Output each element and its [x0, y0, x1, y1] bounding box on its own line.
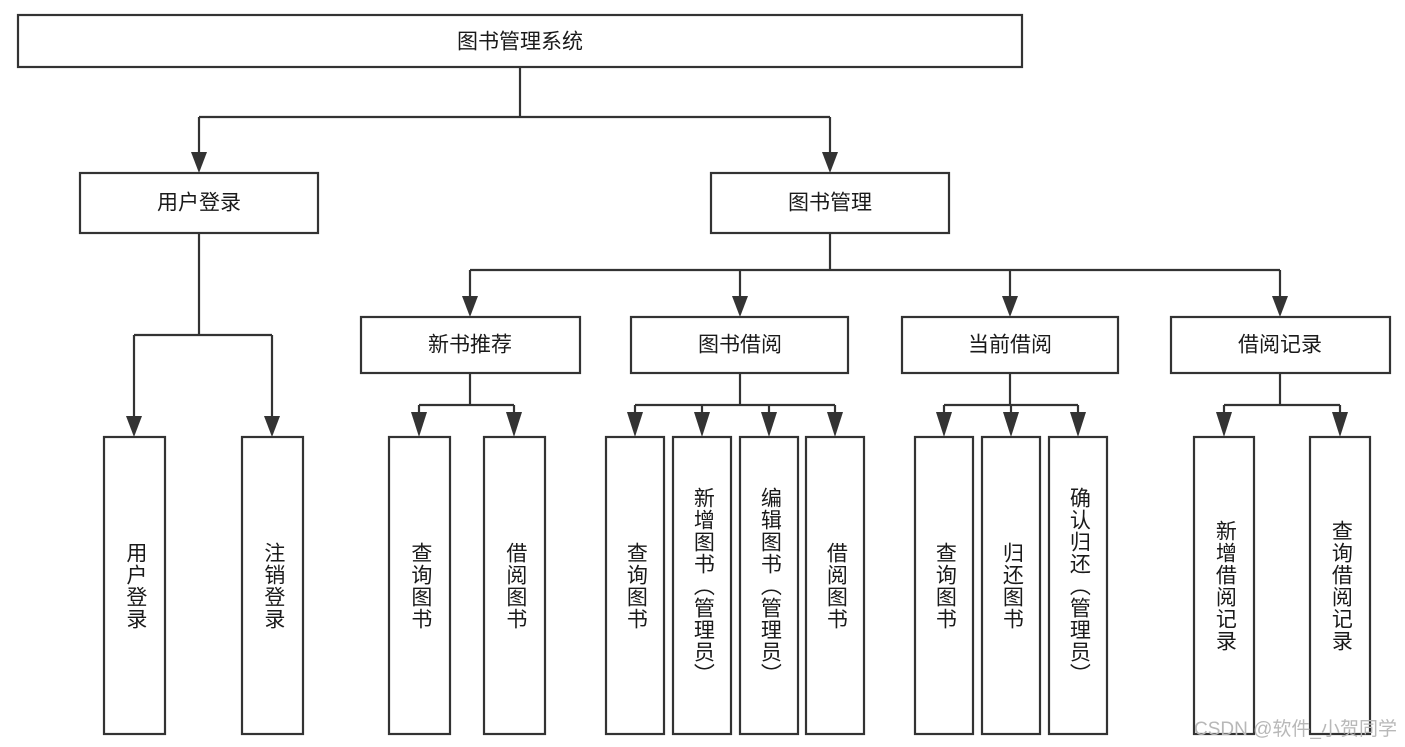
leaf-logout[interactable] — [240, 435, 305, 736]
arrow-borrow-leaf-2 — [694, 412, 710, 437]
arrow-bookmgmt-current — [1002, 296, 1018, 317]
leaf-query-books-borrow[interactable] — [604, 435, 666, 736]
leaf-user-login[interactable] — [102, 435, 167, 736]
node-book-management[interactable] — [709, 171, 951, 235]
node-root-book-management-system[interactable] — [16, 13, 1024, 69]
arrow-newbook-leaf-1 — [411, 412, 427, 437]
node-book-borrowing[interactable] — [629, 315, 850, 375]
arrow-root-to-user-login — [191, 152, 207, 173]
node-user-login[interactable] — [78, 171, 320, 235]
arrow-root-to-book-mgmt — [822, 152, 838, 173]
arrow-bookmgmt-new-book — [462, 296, 478, 317]
node-current-borrowing[interactable] — [900, 315, 1120, 375]
leaf-confirm-return-admin[interactable] — [1047, 435, 1109, 736]
node-borrow-records-label: 借阅记录 — [1238, 334, 1322, 357]
node-new-book-recommendation[interactable] — [359, 315, 582, 375]
leaf-edit-book-admin[interactable] — [738, 435, 800, 736]
arrow-borrow-leaf-4 — [827, 412, 843, 437]
arrow-borrow-leaf-3 — [761, 412, 777, 437]
node-book-borrowing-label: 图书借阅 — [698, 334, 782, 357]
arrow-bookmgmt-records — [1272, 296, 1288, 317]
node-book-management-label: 图书管理 — [788, 192, 872, 215]
arrow-userlogin-leaf-1 — [126, 416, 142, 437]
node-layer: 图书管理系统 用户登录 图书管理 新书推荐 图书借阅 当前借阅 借阅记录 — [16, 13, 1392, 736]
node-new-book-recommendation-label: 新书推荐 — [428, 334, 512, 357]
node-borrow-records[interactable] — [1169, 315, 1392, 375]
leaf-add-borrow-record[interactable] — [1192, 435, 1256, 736]
leaf-borrow-books-newbook[interactable] — [482, 435, 547, 736]
leaf-return-books[interactable] — [980, 435, 1042, 736]
arrow-records-leaf-2 — [1332, 412, 1348, 437]
connector-layer — [126, 67, 1348, 437]
arrow-current-leaf-3 — [1070, 412, 1086, 437]
arrow-records-leaf-1 — [1216, 412, 1232, 437]
arrow-bookmgmt-borrow — [732, 296, 748, 317]
node-user-login-label: 用户登录 — [157, 192, 241, 215]
arrow-current-leaf-2 — [1003, 412, 1019, 437]
leaf-add-book-admin[interactable] — [671, 435, 733, 736]
leaf-query-books-newbook[interactable] — [387, 435, 452, 736]
arrow-userlogin-leaf-2 — [264, 416, 280, 437]
node-root-label: 图书管理系统 — [457, 31, 583, 54]
arrow-newbook-leaf-2 — [506, 412, 522, 437]
node-current-borrowing-label: 当前借阅 — [968, 334, 1052, 357]
arrow-current-leaf-1 — [936, 412, 952, 437]
arrow-borrow-leaf-1 — [627, 412, 643, 437]
leaf-borrow-books[interactable] — [804, 435, 866, 736]
leaf-query-books-current[interactable] — [913, 435, 975, 736]
leaf-query-borrow-record[interactable] — [1308, 435, 1372, 736]
